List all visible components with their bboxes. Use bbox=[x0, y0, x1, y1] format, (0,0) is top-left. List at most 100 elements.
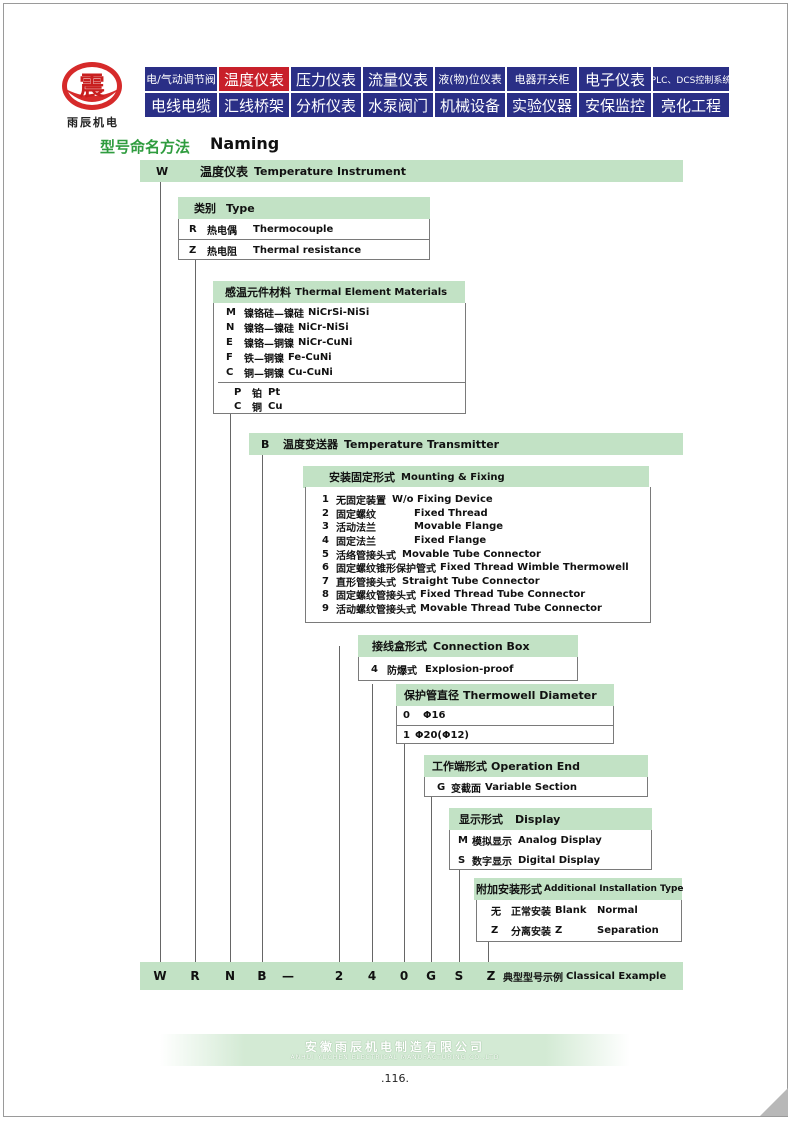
page-corner-decoration bbox=[760, 1088, 788, 1116]
nav-item[interactable]: 电子仪表 bbox=[578, 66, 652, 92]
operation-title-en: Operation End bbox=[491, 759, 580, 773]
example-char: 0 bbox=[399, 969, 409, 983]
example-char: G bbox=[426, 969, 436, 983]
main-label-en: Temperature Instrument bbox=[254, 164, 406, 178]
nav-item[interactable]: PLC、DCS控制系统 bbox=[652, 66, 730, 92]
nav-item[interactable]: 安保监控 bbox=[578, 92, 652, 118]
type-box: R 热电偶 Thermocouple Z 热电阻 Thermal resista… bbox=[178, 219, 430, 260]
connector-line bbox=[459, 870, 460, 962]
example-char: R bbox=[190, 969, 200, 983]
connection-title: 接线盒形式 bbox=[372, 640, 427, 653]
page-number: .116. bbox=[381, 1072, 409, 1085]
nav-item[interactable]: 汇线桥架 bbox=[218, 92, 290, 118]
footer-company-en: ANHUI YUCHEN ELECTRICAL MANUFACTURING CO… bbox=[290, 1054, 500, 1061]
example-char: N bbox=[224, 969, 236, 983]
example-char: Z bbox=[486, 969, 496, 983]
connector-line bbox=[230, 414, 231, 962]
example-char: B bbox=[257, 969, 267, 983]
transmitter-band: B 温度变送器 Temperature Transmitter bbox=[249, 433, 683, 455]
type-title-en: Type bbox=[226, 201, 255, 215]
main-code: W bbox=[156, 164, 169, 178]
nav-item[interactable]: 机械设备 bbox=[434, 92, 506, 118]
nav-item[interactable]: 实验仪器 bbox=[506, 92, 578, 118]
nav-item[interactable]: 液(物)位仪表 bbox=[434, 66, 506, 92]
display-title-en: Display bbox=[515, 812, 561, 826]
connector-line bbox=[431, 796, 432, 962]
materials-title: 感温元件材料 bbox=[225, 286, 291, 299]
footer-bar bbox=[160, 1034, 630, 1066]
nav-item[interactable]: 流量仪表 bbox=[362, 66, 434, 92]
example-char: — bbox=[282, 969, 294, 983]
connector-line bbox=[160, 182, 161, 962]
example-char: 4 bbox=[367, 969, 377, 983]
nav-item[interactable]: 电线电缆 bbox=[144, 92, 218, 118]
svg-text:震: 震 bbox=[79, 72, 106, 102]
type-title: 类别 bbox=[194, 202, 216, 215]
connector-line bbox=[372, 684, 373, 962]
materials-title-en: Thermal Element Materials bbox=[295, 286, 448, 298]
materials-band: 感温元件材料 Thermal Element Materials bbox=[213, 281, 465, 303]
transmitter-label-en: Temperature Transmitter bbox=[344, 437, 500, 451]
mounting-title: 安装固定形式 bbox=[329, 471, 395, 484]
connection-band: 接线盒形式 Connection Box bbox=[358, 635, 578, 657]
additional-title-en: Additional Installation Type bbox=[544, 884, 684, 894]
transmitter-code: B bbox=[261, 437, 270, 451]
example-char: S bbox=[454, 969, 464, 983]
main-band: W 温度仪表 Temperature Instrument bbox=[140, 160, 683, 182]
diameter-band: 保护管直径 Thermowell Diameter bbox=[396, 684, 614, 706]
example-label: 典型型号示例 Classical Example bbox=[503, 970, 667, 984]
operation-band: 工作端形式 Operation End bbox=[424, 755, 648, 777]
nav-item[interactable]: 电/气动调节阀 bbox=[144, 66, 218, 92]
operation-title: 工作端形式 bbox=[432, 760, 487, 773]
brand-logo: 震 bbox=[62, 62, 122, 110]
nav-item[interactable]: 压力仪表 bbox=[290, 66, 362, 92]
nav-item[interactable]: 亮化工程 bbox=[652, 92, 730, 118]
footer-company-cn: 安徽雨辰机电制造有限公司 bbox=[304, 1040, 485, 1054]
diameter-title: 保护管直径 bbox=[404, 689, 459, 702]
additional-band: 附加安装形式 Additional Installation Type bbox=[474, 878, 684, 900]
list-item: Z 热电阻 Thermal resistance bbox=[179, 239, 429, 260]
connector-line bbox=[262, 455, 263, 962]
example-char: W bbox=[153, 969, 167, 983]
nav-item-active[interactable]: 温度仪表 bbox=[218, 66, 290, 92]
brand-name: 雨辰机电 bbox=[67, 116, 119, 129]
additional-title: 附加安装形式 bbox=[476, 883, 542, 896]
connector-line bbox=[488, 942, 489, 962]
example-band bbox=[140, 962, 683, 990]
example-char: 2 bbox=[334, 969, 344, 983]
type-band: 类别 Type bbox=[178, 197, 430, 219]
nav-item[interactable]: 电器开关柜 bbox=[506, 66, 578, 92]
connector-line bbox=[404, 742, 405, 962]
display-band: 显示形式 Display bbox=[449, 808, 652, 830]
main-label-cn: 温度仪表 bbox=[200, 164, 249, 179]
nav-item[interactable]: 水泵阀门 bbox=[362, 92, 434, 118]
nav-item[interactable]: 分析仪表 bbox=[290, 92, 362, 118]
diameter-title-en: Thermowell Diameter bbox=[463, 688, 597, 702]
page-frame bbox=[3, 3, 788, 1117]
